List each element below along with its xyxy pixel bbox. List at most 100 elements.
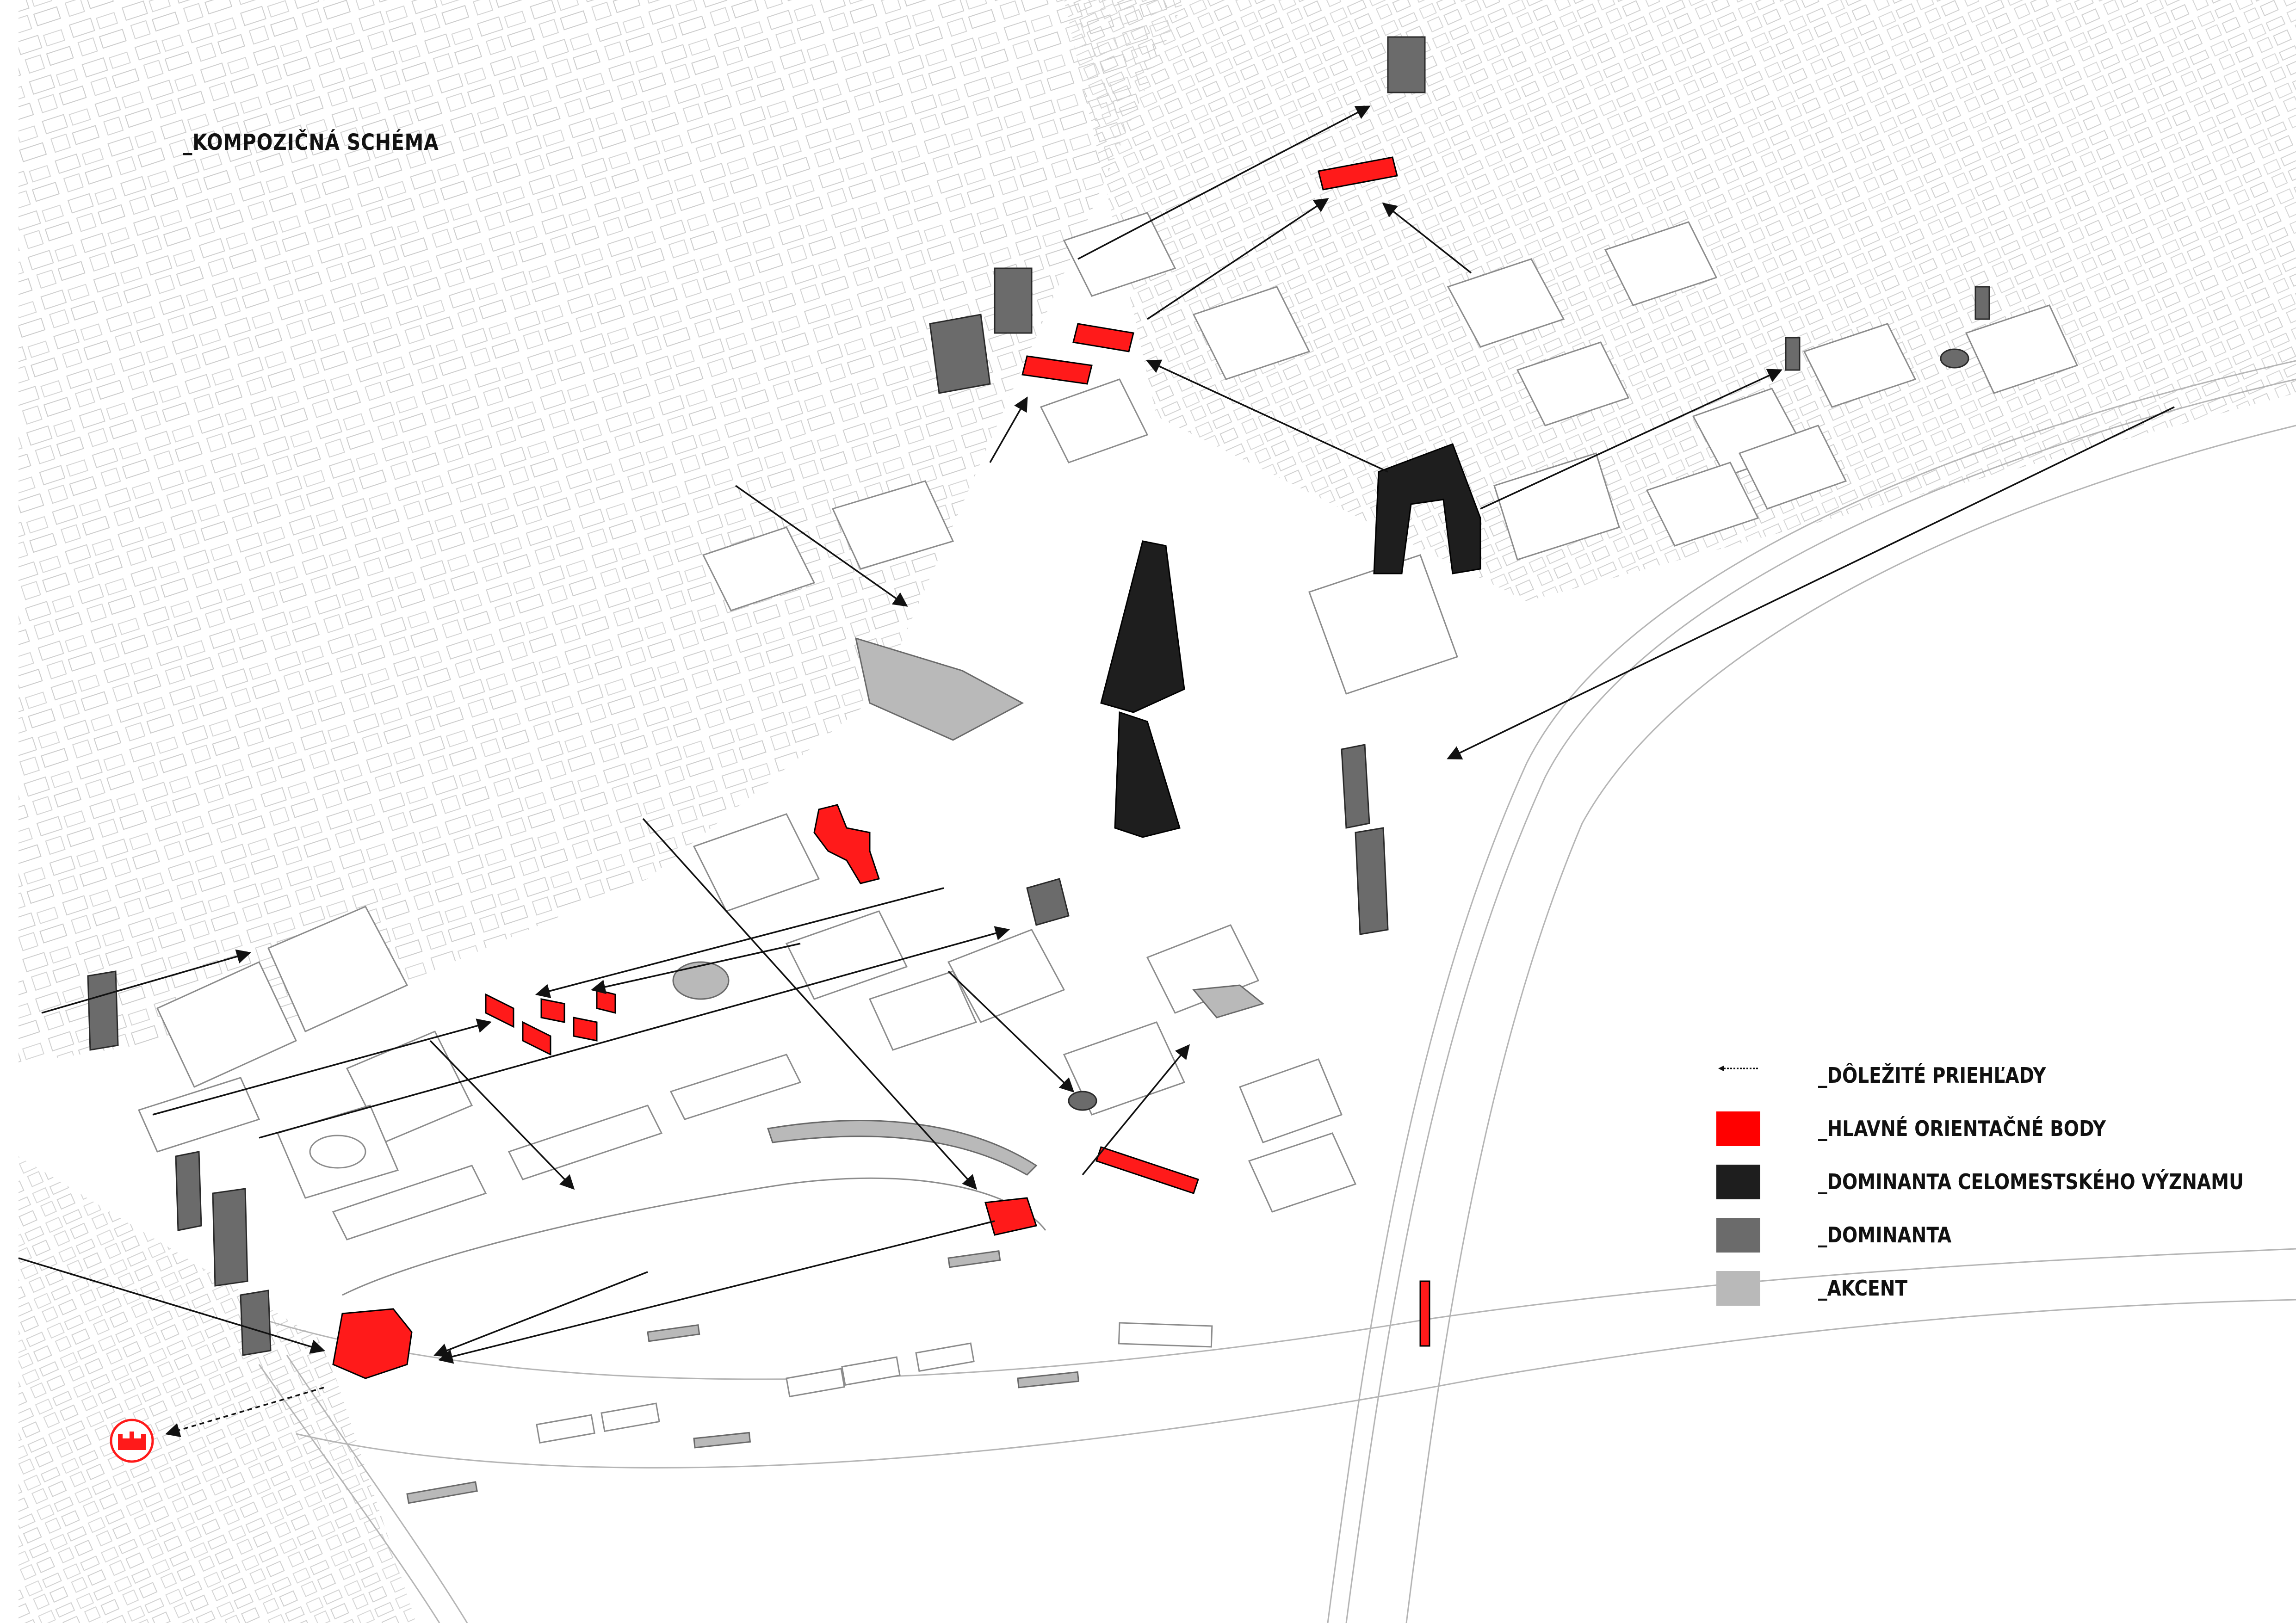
block-mid-3	[1040, 378, 1149, 463]
tower-west-1	[87, 970, 119, 1051]
arrow-icon	[1716, 1058, 1760, 1093]
legend-label: _DOMINANTA CELOMESTSKÉHO VÝZNAMU	[1818, 1169, 2244, 1194]
view-arrow	[590, 943, 801, 994]
landmark-north-pair-2	[1072, 323, 1134, 352]
black-tower-shard	[1100, 540, 1185, 713]
legend-item-citywide-dominant: _DOMINANTA CELOMESTSKÉHO VÝZNAMU	[1716, 1161, 2296, 1203]
district-blocks	[137, 212, 2079, 1444]
block-north-1	[1063, 212, 1176, 297]
infrastructure-lines	[258, 360, 2296, 1623]
block-north-5	[1516, 341, 1630, 426]
view-arrow	[535, 887, 944, 999]
tower-west-4	[240, 1290, 272, 1356]
tower-mid-1	[1341, 744, 1370, 829]
accent-strip-3	[1017, 1371, 1080, 1388]
view-arrow	[438, 1220, 995, 1364]
view-arrow	[947, 970, 1075, 1093]
view-arrow	[1146, 359, 1388, 473]
bridge	[258, 1364, 440, 1623]
map-title: _KOMPOZIČNÁ SCHÉMA	[183, 130, 439, 155]
castle-icon	[110, 1419, 154, 1463]
view-arrow	[152, 1018, 492, 1116]
legend-item-views: _DÔLEŽITÉ PRIEHĽADY	[1716, 1055, 2086, 1096]
tower-silo-south	[1068, 1091, 1097, 1111]
context-northwest	[19, 0, 1184, 1064]
block-central-7	[1239, 1058, 1343, 1143]
tower-west-2	[175, 1151, 202, 1231]
landmark-west-group-4	[573, 1017, 598, 1042]
view-arrow	[1147, 198, 1329, 320]
block-mid-2	[702, 526, 816, 611]
block-cube-cluster	[1308, 554, 1458, 695]
tower-mid-block	[1026, 878, 1070, 926]
block-north-4	[1604, 221, 1718, 306]
block-quay-1	[786, 1368, 845, 1398]
tower-east-1	[1785, 337, 1801, 371]
view-arrow	[18, 1257, 326, 1354]
block-harbour-3	[669, 1054, 802, 1120]
tower-north-1	[1387, 36, 1426, 93]
landmark-west-group-2	[522, 1021, 551, 1056]
block-courtyard-1	[156, 961, 297, 1088]
legend-label: _HLAVNÉ ORIENTAČNÉ BODY	[1818, 1116, 2106, 1141]
black-tower-lower	[1114, 711, 1181, 838]
context-north	[1064, 0, 2296, 601]
legend-item-dominant: _DOMINANTA	[1716, 1214, 1975, 1256]
tower-west-3	[212, 1188, 248, 1287]
view-arrows	[18, 105, 2175, 1438]
riverside-road	[259, 1248, 2296, 1380]
tower-mid-2	[1355, 827, 1389, 935]
black-gate-building	[1373, 443, 1481, 574]
landmark-west-group-3	[540, 998, 565, 1023]
rail-line-2	[1345, 378, 2296, 1623]
view-arrow	[259, 926, 1010, 1139]
view-arrow	[433, 1271, 648, 1358]
view-arrow	[41, 949, 252, 1014]
tower-north-2	[994, 267, 1033, 334]
legend-label: _DÔLEŽITÉ PRIEHĽADY	[1818, 1063, 2046, 1088]
context-southwest	[19, 1156, 416, 1623]
rail-line	[1327, 360, 2296, 1623]
accent-canopy	[1192, 984, 1265, 1018]
view-arrow	[989, 396, 1028, 463]
accent-elements	[406, 637, 1265, 1504]
landmark-harbour-block	[984, 1197, 1037, 1236]
view-arrow	[735, 485, 908, 607]
view-arrow	[429, 1040, 575, 1190]
block-east-1	[1646, 462, 1759, 547]
accent-strip-5	[406, 1481, 478, 1504]
legend-swatch-black	[1716, 1164, 1760, 1199]
block-quay-2	[841, 1356, 901, 1386]
block-bar-west	[137, 1077, 260, 1153]
legend-swatch-darkgrey	[1716, 1217, 1760, 1253]
block-quay-6	[1118, 1322, 1213, 1348]
tower-east-silo	[1940, 348, 1969, 369]
view-arrow	[1077, 105, 1371, 260]
legend-item-landmarks: _HLAVNÉ ORIENTAČNÉ BODY	[1716, 1108, 2157, 1149]
block-north-3	[1447, 258, 1565, 348]
view-arrow-dashed	[165, 1387, 324, 1438]
block-harbour-1	[332, 1165, 487, 1240]
block-quay-4	[536, 1414, 595, 1444]
tower-east-2	[1974, 286, 1990, 320]
landmark-east-tower	[1419, 1280, 1430, 1347]
landmark-central-cluster	[813, 804, 880, 884]
bridge-2	[286, 1355, 468, 1623]
legend-swatch-red	[1716, 1111, 1760, 1146]
accent-strip-1	[947, 1250, 1001, 1268]
block-central-8	[1248, 1132, 1357, 1213]
landmark-harbour-prism	[332, 1308, 413, 1379]
block-quay-3	[915, 1342, 975, 1372]
accent-roof-central	[854, 637, 1024, 741]
accent-strip-2	[647, 1324, 700, 1342]
orientation-landmarks	[332, 156, 1430, 1379]
legend-item-accent: _AKCENT	[1716, 1267, 1923, 1309]
ring-void	[309, 1135, 366, 1169]
block-east-2	[1738, 425, 1847, 510]
city-context	[19, 0, 2296, 1623]
landmark-north-pair-1	[1021, 355, 1093, 385]
block-courtyard-2	[267, 906, 408, 1032]
legend-swatch-lightgrey	[1716, 1271, 1760, 1306]
block-central-4	[868, 970, 978, 1051]
